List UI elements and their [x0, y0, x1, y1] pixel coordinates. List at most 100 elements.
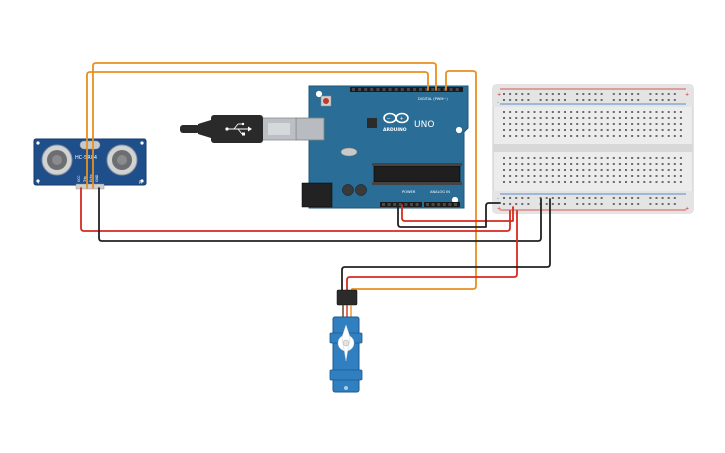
usb-controller-chip	[367, 118, 377, 128]
hole	[679, 163, 682, 165]
hole	[673, 117, 676, 119]
hole	[631, 123, 634, 125]
crystal-component	[79, 140, 101, 150]
hole	[655, 135, 658, 137]
hole	[606, 123, 609, 125]
hole	[655, 117, 658, 119]
hole	[655, 111, 658, 113]
hole	[503, 181, 505, 183]
hole	[442, 203, 446, 206]
power-jack	[301, 182, 333, 208]
hole	[637, 157, 640, 159]
hole	[454, 203, 457, 206]
mount-hole	[140, 141, 144, 145]
hole	[661, 135, 664, 137]
hole	[570, 157, 573, 159]
hole	[398, 203, 402, 206]
hole	[612, 157, 615, 159]
hole	[618, 129, 621, 131]
hole	[564, 135, 566, 137]
hole	[667, 93, 670, 95]
hole	[515, 129, 518, 131]
hole	[406, 88, 410, 91]
hole	[564, 117, 566, 119]
hole	[539, 163, 542, 165]
wire-echo-to-digital	[92, 62, 437, 189]
hole	[503, 93, 505, 95]
hole	[358, 88, 362, 91]
hole	[527, 157, 530, 159]
hole	[606, 181, 609, 183]
hole	[527, 99, 530, 101]
hole	[557, 129, 560, 131]
hole	[370, 88, 374, 91]
hole	[551, 175, 554, 177]
wire-servo-signal-to-digital	[351, 70, 477, 293]
hole	[637, 129, 640, 131]
hole	[582, 135, 585, 137]
hole	[521, 169, 524, 171]
hole	[606, 129, 609, 131]
hole	[382, 88, 386, 91]
hole	[404, 203, 408, 206]
hole	[551, 169, 554, 171]
breadboard-holes	[503, 93, 682, 205]
hole	[413, 88, 416, 91]
hole	[612, 135, 615, 137]
hole	[576, 197, 579, 199]
hole	[661, 181, 664, 183]
hole	[649, 163, 652, 165]
hole	[594, 163, 597, 165]
hole	[655, 157, 658, 159]
arduino-model-text: UNO	[414, 120, 434, 130]
hole	[643, 175, 646, 177]
hole	[588, 163, 591, 165]
hole	[655, 169, 658, 171]
hole	[393, 203, 397, 206]
hole	[667, 163, 670, 165]
hole	[515, 203, 518, 205]
hole	[594, 203, 597, 205]
hole	[576, 99, 579, 101]
hole	[612, 129, 615, 131]
hole	[649, 175, 652, 177]
hole	[509, 135, 512, 137]
hole	[612, 203, 615, 205]
hole	[576, 163, 579, 165]
hole	[618, 123, 621, 125]
hole	[600, 175, 603, 177]
hole	[551, 135, 554, 137]
hole	[582, 181, 585, 183]
hole	[594, 93, 597, 95]
hole	[539, 169, 542, 171]
hole	[564, 123, 566, 125]
hole	[382, 203, 385, 206]
hole	[551, 181, 554, 183]
hole	[637, 175, 640, 177]
hole	[509, 99, 512, 101]
hole	[588, 181, 591, 183]
hole	[667, 117, 670, 119]
hole	[448, 203, 452, 206]
hole	[527, 111, 530, 113]
hole	[437, 88, 441, 91]
hole	[503, 163, 505, 165]
hole	[521, 181, 524, 183]
hole	[564, 169, 566, 171]
hole	[612, 111, 615, 113]
hole	[612, 163, 615, 165]
hole	[400, 88, 404, 91]
hole	[667, 181, 670, 183]
hole	[521, 93, 524, 95]
receiver-mark: R	[139, 180, 142, 185]
hole	[594, 111, 597, 113]
hole	[655, 181, 658, 183]
hole	[600, 129, 603, 131]
hole	[503, 135, 505, 137]
hole	[625, 111, 627, 113]
hole	[667, 175, 670, 177]
hole	[631, 117, 634, 119]
hole	[503, 99, 505, 101]
hole	[649, 129, 652, 131]
